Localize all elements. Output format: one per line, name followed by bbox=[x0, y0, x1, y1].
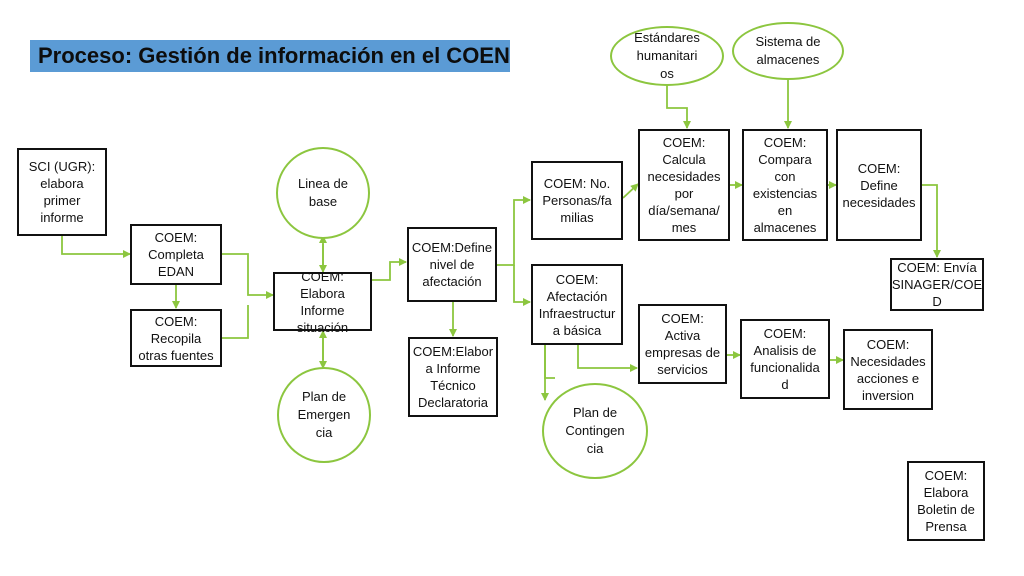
node-label: Plan de Emergen cia bbox=[297, 389, 351, 440]
connector-personas-calcula bbox=[622, 183, 639, 199]
connector-informe-define bbox=[372, 258, 407, 281]
node-plan-contingencia: Plan de Contingen cia bbox=[542, 383, 648, 479]
node-elabora-informe-situacion: COEM: Elabora Informe situación bbox=[273, 269, 372, 335]
node-define-necesidades: COEM: Define necesidades bbox=[836, 129, 922, 241]
node-compara-existencias: COEM: Compara con existencias en almacen… bbox=[742, 129, 828, 241]
connector-recopila-informe bbox=[222, 305, 249, 339]
node-activa-empresas-servicios: COEM: Activa empresas de servicios bbox=[638, 304, 727, 384]
node-define-nivel-afectacion: COEM:Define nivel de afectación bbox=[407, 227, 497, 302]
node-label: COEM: Necesidades acciones e inversion bbox=[850, 336, 926, 403]
node-necesidades-acciones-inversion: COEM: Necesidades acciones e inversion bbox=[843, 329, 933, 410]
node-label: COEM: Elabora Boletin de Prensa bbox=[917, 468, 975, 534]
node-afectacion-infraestructura: COEM: Afectación Infraestructur a básica bbox=[531, 264, 623, 345]
node-sci-elabora-primer-informe: SCI (UGR): elabora primer informe bbox=[17, 148, 107, 236]
node-label: COEM: Compara con existencias en almacen… bbox=[752, 135, 818, 235]
node-plan-emergencia: Plan de Emergen cia bbox=[277, 367, 371, 463]
node-elabora-boletin-prensa: COEM: Elabora Boletin de Prensa bbox=[907, 461, 985, 541]
node-label: COEM: Afectación Infraestructur a básica bbox=[538, 271, 616, 338]
node-label: COEM: Activa empresas de servicios bbox=[644, 311, 721, 377]
node-analisis-funcionalidad: COEM: Analisis de funcionalida d bbox=[740, 319, 830, 399]
node-informe-tecnico-declaratoria: COEM:Elabor a Informe Técnico Declarator… bbox=[408, 337, 498, 417]
node-recopila-fuentes: COEM: Recopila otras fuentes bbox=[130, 309, 222, 367]
connector-sci-completa bbox=[61, 236, 131, 258]
connector-completa-informe bbox=[222, 253, 274, 299]
node-label: COEM: Analisis de funcionalida d bbox=[750, 326, 820, 392]
node-calcula-necesidades: COEM: Calcula necesidades por día/semana… bbox=[638, 129, 730, 241]
node-label: Estándares humanitari os bbox=[634, 30, 700, 81]
node-label: COEM:Define nivel de afectación bbox=[411, 240, 493, 289]
node-label: COEM: Calcula necesidades por día/semana… bbox=[647, 135, 721, 235]
node-label: Linea de base bbox=[298, 176, 348, 209]
node-envia-sinager: COEM: Envía SINAGER/COE D bbox=[890, 258, 984, 311]
node-estandares-humanitarios: Estándares humanitari os bbox=[610, 26, 724, 86]
node-label: COEM: Recopila otras fuentes bbox=[138, 313, 214, 363]
node-label: COEM: No. Personas/fa milias bbox=[542, 176, 612, 225]
node-label: COEM: Elabora Informe situación bbox=[296, 268, 349, 335]
connector-define-afectacion bbox=[513, 265, 531, 306]
node-label: Plan de Contingen cia bbox=[565, 405, 625, 456]
connector-estandares-calcula bbox=[666, 84, 691, 129]
node-label: COEM: Envía SINAGER/COE D bbox=[891, 260, 983, 309]
node-label: COEM: Define necesidades bbox=[842, 160, 916, 210]
connector-afectacion-activa bbox=[577, 345, 638, 372]
node-label: Sistema de almacenes bbox=[755, 34, 821, 67]
node-completa-edan: COEM: Completa EDAN bbox=[130, 224, 222, 285]
connector-define-personas bbox=[497, 196, 531, 266]
node-label: SCI (UGR): elabora primer informe bbox=[28, 159, 96, 225]
node-sistema-almacenes: Sistema de almacenes bbox=[732, 22, 844, 80]
node-personas-familias: COEM: No. Personas/fa milias bbox=[531, 161, 623, 240]
node-label: COEM:Elabor a Informe Técnico Declarator… bbox=[412, 344, 494, 410]
page-title: Proceso: Gestión de información en el CO… bbox=[30, 40, 510, 72]
connector-define-envia bbox=[922, 184, 941, 258]
node-label: COEM: Completa EDAN bbox=[148, 230, 204, 279]
node-linea-de-base: Linea de base bbox=[276, 147, 370, 239]
connector-afectacion-plan bbox=[544, 345, 555, 379]
